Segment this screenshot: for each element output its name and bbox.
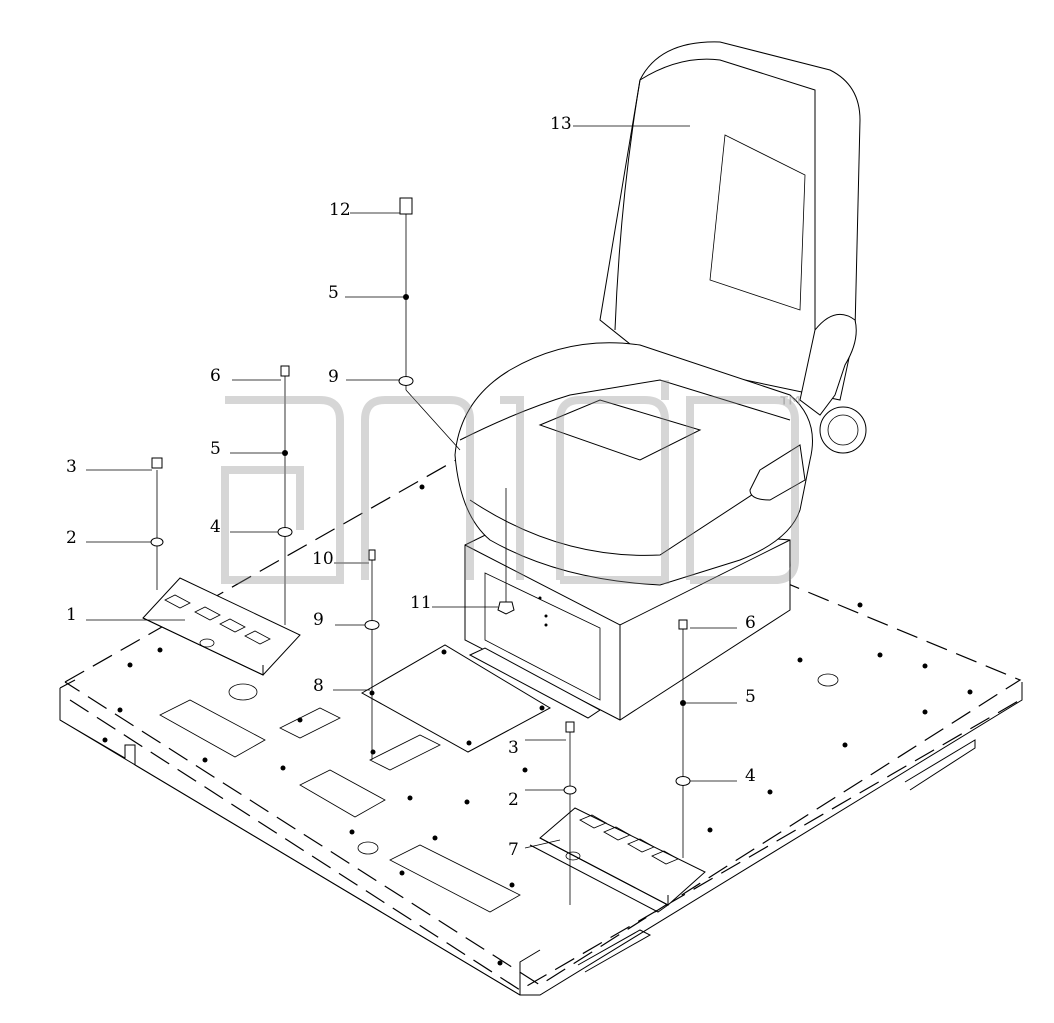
callout-2: 2 (508, 790, 519, 810)
callout-2: 2 (66, 528, 77, 548)
callout-6: 6 (745, 613, 756, 633)
callout-11: 11 (410, 593, 432, 613)
seat (454, 41, 867, 586)
callout-labels: 13 12 5 9 6 5 3 4 2 10 1 9 11 8 6 5 3 4 … (66, 114, 756, 860)
leader-lines (86, 125, 737, 849)
callout-7: 7 (508, 840, 519, 860)
callout-13: 13 (550, 114, 572, 134)
callout-5: 5 (328, 283, 339, 303)
callout-5: 5 (745, 687, 756, 707)
callout-4: 4 (745, 766, 756, 786)
callout-4: 4 (210, 517, 221, 537)
callout-9: 9 (313, 610, 324, 630)
callout-5: 5 (210, 439, 221, 459)
watermark: ™ (221, 380, 806, 584)
cover-plate (360, 644, 601, 753)
fasteners (150, 197, 691, 905)
callout-6: 6 (210, 366, 221, 386)
callout-12: 12 (329, 200, 351, 220)
callout-9: 9 (328, 367, 339, 387)
base-platform (59, 451, 1023, 996)
callout-8: 8 (313, 676, 324, 696)
callout-10: 10 (312, 549, 334, 569)
left-slide-rail (142, 577, 301, 676)
trademark-symbol: ™ (776, 391, 806, 426)
callout-3: 3 (66, 457, 77, 477)
callout-3: 3 (508, 738, 519, 758)
callout-1: 1 (66, 605, 77, 625)
right-slide-rail (529, 807, 706, 913)
